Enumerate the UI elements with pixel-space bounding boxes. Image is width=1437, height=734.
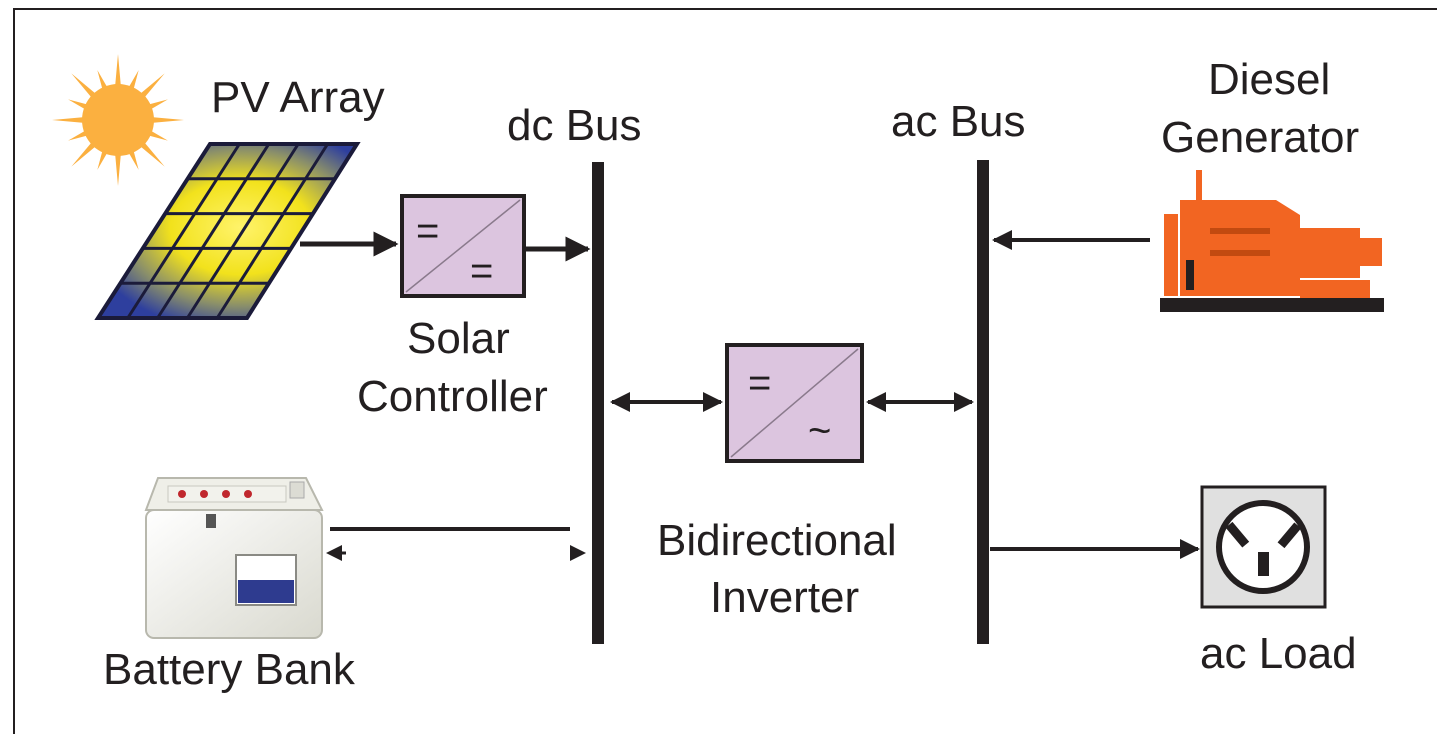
dc-symbol-in: = — [416, 209, 439, 253]
panel-grid-line — [186, 143, 300, 319]
sun-ray — [114, 149, 122, 186]
battery-bank-label: Battery Bank — [103, 645, 356, 694]
dc-bus-label: dc Bus — [507, 101, 642, 150]
battery-dc-bus-link — [326, 527, 586, 561]
dc-symbol: = — [748, 361, 771, 405]
sun-ray — [52, 116, 89, 124]
bidirectional-label: Bidirectional — [657, 516, 897, 565]
ac-symbol: ~ — [808, 409, 831, 453]
dc-bus-bar — [592, 162, 604, 644]
ac-outlet-icon — [1200, 485, 1327, 609]
sun-icon — [52, 54, 184, 186]
generator-label: Generator — [1161, 113, 1359, 162]
panel-grid-line — [215, 143, 329, 319]
solar-controller-box: = = — [400, 194, 526, 298]
inverter-label: Inverter — [710, 573, 859, 622]
sun-ray — [136, 73, 165, 102]
dc-symbol-out: = — [470, 249, 493, 293]
solar-label: Solar — [407, 314, 510, 363]
bidirectional-inverter-box: = ~ — [725, 343, 864, 463]
sun-ray — [71, 138, 100, 167]
controller-label: Controller — [357, 372, 548, 421]
diesel-generator-icon — [1160, 170, 1384, 312]
sun-ray — [147, 116, 184, 124]
diagram-frame — [13, 8, 1437, 734]
ac-bus-label: ac Bus — [891, 97, 1026, 146]
sun-ray — [71, 73, 100, 102]
ac-bus-bar — [977, 160, 989, 644]
pv-array-label: PV Array — [211, 73, 385, 122]
panel-grid-line — [156, 143, 271, 319]
panel-grid-line — [126, 143, 241, 319]
battery-icon — [144, 477, 324, 639]
sun-ray — [136, 138, 165, 167]
ac-load-label: ac Load — [1200, 629, 1357, 678]
solar-panel-icon — [94, 142, 361, 320]
diesel-label: Diesel — [1208, 55, 1330, 104]
sun-ray — [114, 54, 122, 91]
